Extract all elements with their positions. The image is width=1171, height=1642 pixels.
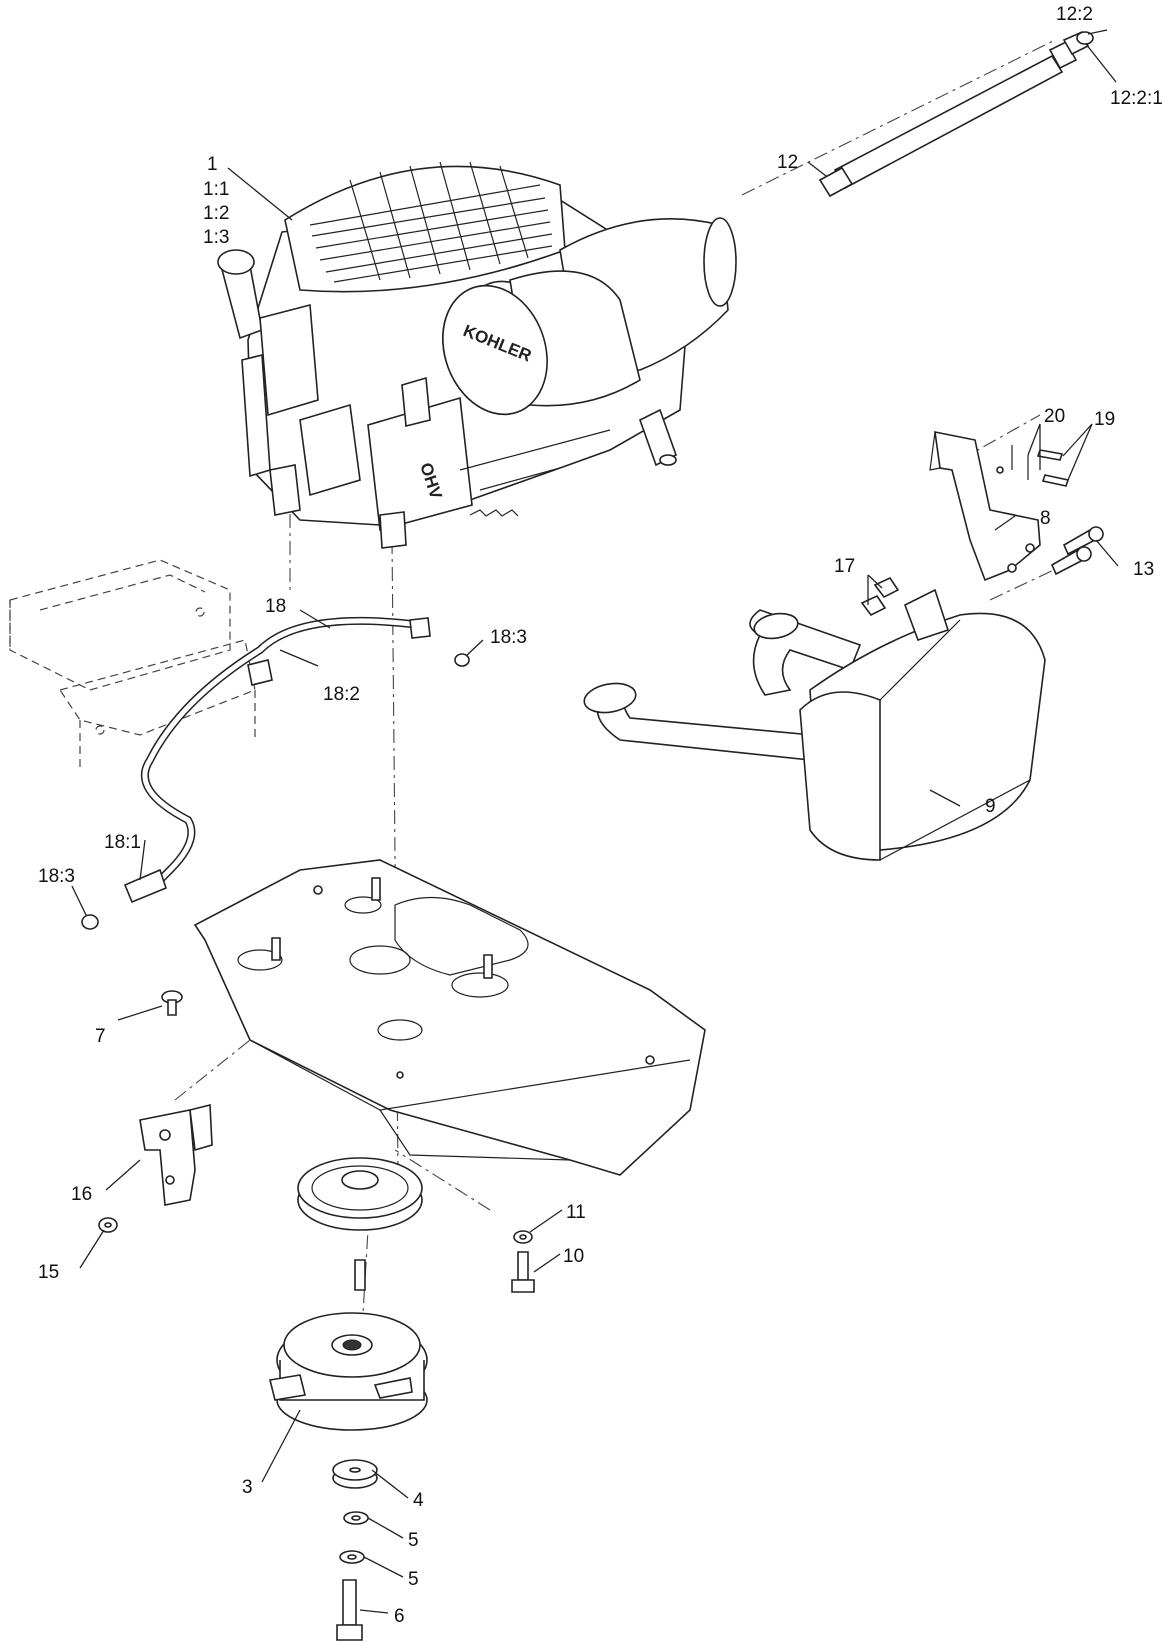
muffler — [583, 588, 1046, 861]
callout-7: 7 — [95, 1026, 106, 1047]
callout-12-2-1: 12:2:1 — [1110, 88, 1163, 109]
dipstick-tube — [818, 30, 1094, 198]
svg-text:12:2: 12:2 — [1056, 4, 1093, 25]
svg-text:18:3: 18:3 — [490, 627, 527, 648]
callout-6: 6 — [394, 1606, 405, 1627]
callout-10: 10 — [563, 1246, 584, 1267]
callout-labels: 1 1:1 1:2 1:3 12 12:2 12:2:1 20 19 8 13 … — [38, 4, 1163, 1627]
callout-18-3-top: 18:3 — [490, 627, 527, 648]
callout-18-2: 18:2 — [323, 684, 360, 705]
bolt-6 — [336, 1579, 363, 1641]
svg-text:5: 5 — [408, 1569, 419, 1590]
bracket-16 — [139, 1103, 213, 1206]
svg-text:7: 7 — [95, 1026, 106, 1047]
callout-4: 4 — [413, 1490, 424, 1511]
svg-text:8: 8 — [1040, 508, 1051, 529]
callout-8: 8 — [1040, 508, 1051, 529]
svg-text:19: 19 — [1094, 409, 1115, 430]
callout-3: 3 — [242, 1477, 253, 1498]
callout-20: 20 — [1044, 406, 1065, 427]
washer-5a — [343, 1511, 369, 1525]
svg-text:20: 20 — [1044, 406, 1065, 427]
fuel-hose — [123, 616, 431, 904]
svg-text:5: 5 — [408, 1530, 419, 1551]
callout-18: 18 — [265, 596, 286, 617]
svg-text:1: 1 — [207, 154, 218, 175]
washer-11 — [513, 1230, 533, 1244]
callout-1-1: 1:1 — [203, 179, 229, 200]
callout-1-3: 1:3 — [203, 227, 229, 248]
pto-pulley — [297, 1157, 423, 1291]
callout-5-upper: 5 — [408, 1530, 419, 1551]
callout-5-lower: 5 — [408, 1569, 419, 1590]
svg-text:12: 12 — [777, 152, 798, 173]
callout-12: 12 — [777, 152, 798, 173]
svg-text:9: 9 — [985, 796, 996, 817]
engine-deck-plate — [193, 859, 706, 1176]
engine: OHV KOHLER — [217, 161, 737, 549]
svg-text:6: 6 — [394, 1606, 405, 1627]
svg-text:1:1: 1:1 — [203, 179, 229, 200]
callout-11: 11 — [566, 1202, 586, 1223]
svg-text:11: 11 — [566, 1202, 586, 1223]
callout-18-3-bottom: 18:3 — [38, 866, 75, 887]
callout-19: 19 — [1094, 409, 1115, 430]
muffler-bolts — [1050, 526, 1104, 576]
clevis-pin — [161, 990, 183, 1016]
svg-text:17: 17 — [834, 556, 855, 577]
callout-12-2: 12:2 — [1056, 4, 1093, 25]
electric-pto-clutch — [269, 1312, 428, 1431]
svg-text:1:3: 1:3 — [203, 227, 229, 248]
callout-18-1: 18:1 — [104, 832, 141, 853]
fuel-tank-tray-reference — [9, 559, 256, 770]
callout-leaders — [71, 29, 1119, 1614]
svg-text:16: 16 — [71, 1184, 92, 1205]
svg-text:1:2: 1:2 — [203, 203, 229, 224]
bolt-10 — [511, 1251, 535, 1293]
callout-9: 9 — [985, 796, 996, 817]
hose-clamps — [81, 653, 470, 930]
washer-5b — [339, 1550, 365, 1564]
svg-text:18:3: 18:3 — [38, 866, 75, 887]
svg-text:3: 3 — [242, 1477, 253, 1498]
callout-1-2: 1:2 — [203, 203, 229, 224]
bracket-screws — [1011, 445, 1070, 487]
callout-15: 15 — [38, 1262, 59, 1283]
svg-text:10: 10 — [563, 1246, 584, 1267]
svg-text:15: 15 — [38, 1262, 59, 1283]
svg-text:12:2:1: 12:2:1 — [1110, 88, 1163, 109]
callout-16: 16 — [71, 1184, 92, 1205]
svg-text:4: 4 — [413, 1490, 424, 1511]
muffler-nuts — [860, 576, 900, 617]
nut-15 — [98, 1217, 118, 1233]
svg-text:13: 13 — [1133, 559, 1154, 580]
callout-13: 13 — [1133, 559, 1154, 580]
svg-text:18: 18 — [265, 596, 286, 617]
muffler-bracket — [929, 430, 1041, 582]
svg-text:18:2: 18:2 — [323, 684, 360, 705]
callout-17: 17 — [834, 556, 855, 577]
callout-1: 1 — [207, 154, 218, 175]
svg-text:18:1: 18:1 — [104, 832, 141, 853]
spacer-4 — [332, 1459, 378, 1489]
